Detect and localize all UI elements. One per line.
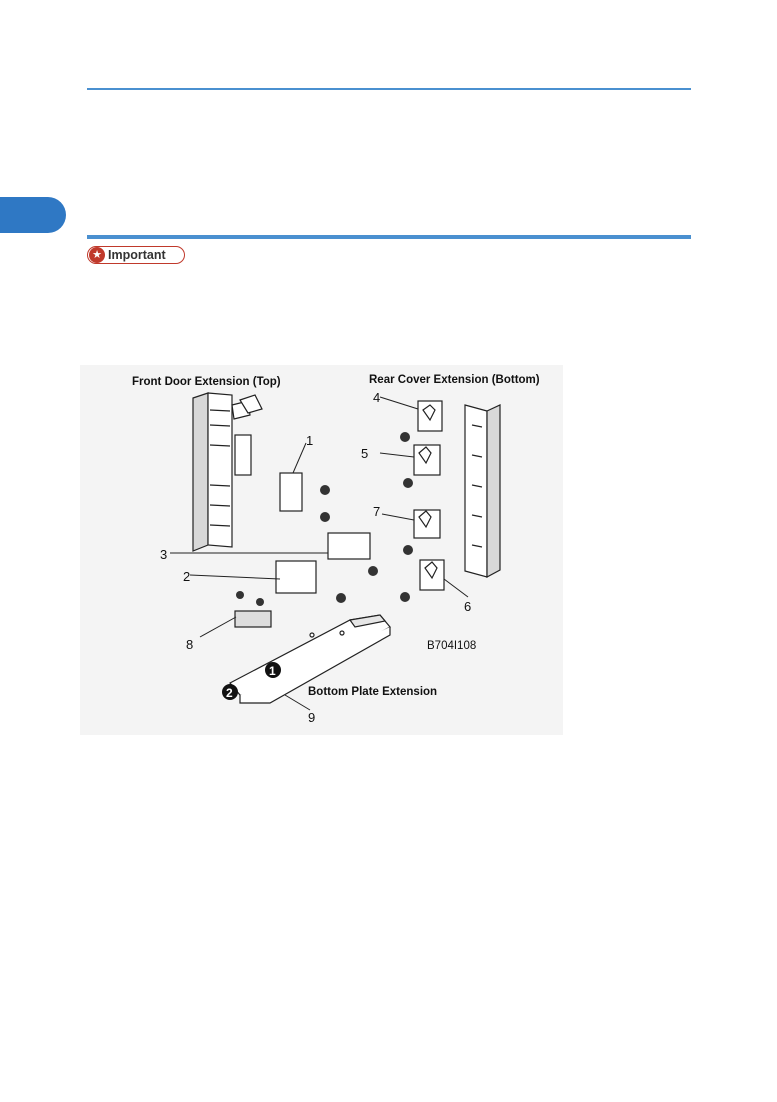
important-label: Important [108,248,166,262]
figure-code: B704I108 [427,640,476,652]
screws [236,432,413,606]
svg-text:1: 1 [269,664,276,678]
star-icon: ★ [89,247,105,263]
svg-text:2: 2 [226,686,233,700]
callout-1: 1 [306,433,313,448]
step-marker-1: 1 [265,662,281,678]
rear-cover-panel [464,404,501,579]
callout-5: 5 [361,446,368,461]
step-marker-2: 2 [222,684,238,700]
callout-6: 6 [464,599,471,614]
front-brackets [234,472,371,628]
header-rule [87,88,691,90]
chapter-tab [0,197,66,233]
callout-4: 4 [373,390,380,405]
callout-8: 8 [186,637,193,652]
rear-cover-title: Rear Cover Extension (Bottom) [369,374,540,386]
callout-3: 3 [160,547,167,562]
rear-brackets [413,400,445,591]
installation-figure: Front Door Extension (Top) Rear Cover Ex… [80,365,563,735]
callout-7: 7 [373,504,380,519]
bottom-plate-title: Bottom Plate Extension [308,686,437,698]
section-rule [87,235,691,239]
front-door-title: Front Door Extension (Top) [132,376,281,388]
callout-leaders [170,396,469,711]
callout-9: 9 [308,710,315,725]
important-badge: ★ Important [87,246,185,264]
callout-2: 2 [183,569,190,584]
front-door-panel [192,392,263,552]
